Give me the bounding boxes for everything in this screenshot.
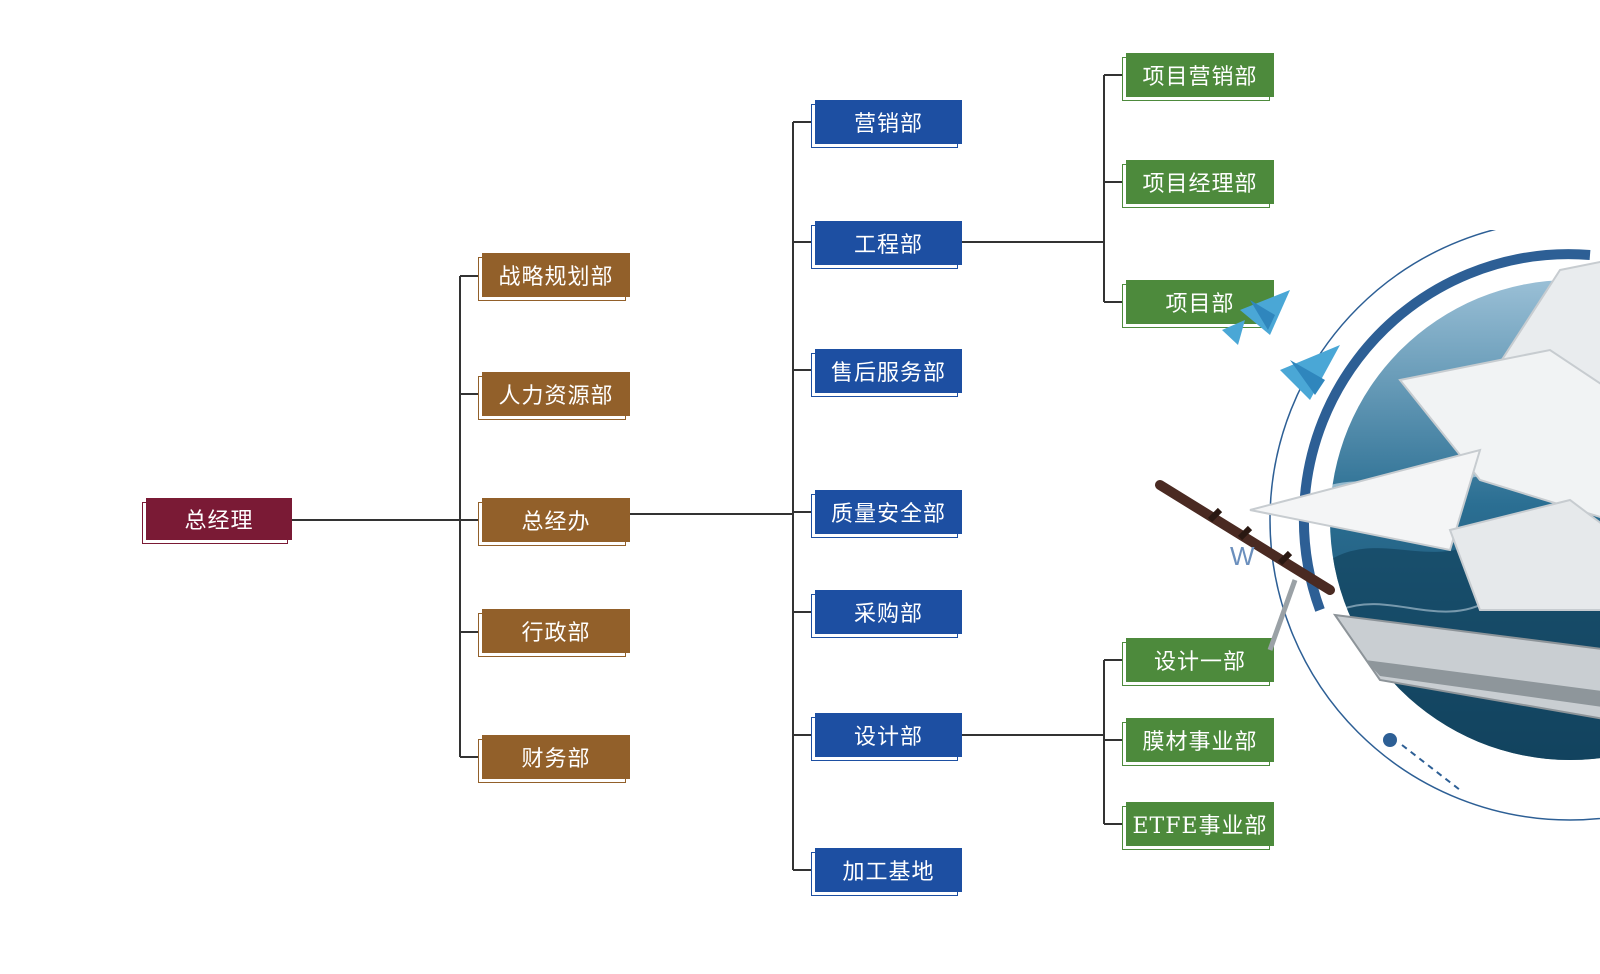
node-quality-safety: 质量安全部	[811, 490, 962, 538]
node-design: 设计部	[811, 713, 962, 761]
origami-birds	[1222, 290, 1340, 400]
node-project-marketing: 项目营销部	[1122, 53, 1274, 101]
connector-office-to-level2	[630, 121, 815, 871]
node-marketing: 营销部	[811, 100, 962, 148]
node-strategy-planning: 战略规划部	[478, 253, 630, 301]
sail-jib	[1249, 448, 1482, 552]
sail-lower	[1448, 498, 1600, 611]
node-finance: 财务部	[478, 735, 630, 783]
bowsprit	[1155, 480, 1335, 595]
node-project: 项目部	[1122, 280, 1274, 328]
node-after-sales: 售后服务部	[811, 349, 962, 397]
node-project-manager: 项目经理部	[1122, 160, 1274, 208]
node-human-resources: 人力资源部	[478, 372, 630, 420]
node-etfe-business: ETFE事业部	[1122, 802, 1274, 850]
thick-arc	[1298, 249, 1591, 612]
node-design-one: 设计一部	[1122, 638, 1274, 686]
connector-design-to-subs	[962, 659, 1126, 825]
sailing-ship-globe-illustration: W	[1155, 230, 1600, 821]
node-gm-office: 总经办	[478, 498, 630, 546]
connector-engineering-to-subs	[962, 74, 1126, 303]
node-general-manager: 总经理	[142, 498, 292, 544]
connector-root-to-level1	[292, 275, 482, 758]
node-processing-base: 加工基地	[811, 848, 962, 896]
outer-ring	[1269, 230, 1600, 821]
node-membrane-business: 膜材事业部	[1122, 718, 1274, 766]
node-engineering: 工程部	[811, 221, 962, 269]
marker-dot	[1383, 733, 1397, 747]
node-procurement: 采购部	[811, 590, 962, 638]
node-administration: 行政部	[478, 609, 630, 657]
decoration-letter: W	[1230, 541, 1255, 571]
